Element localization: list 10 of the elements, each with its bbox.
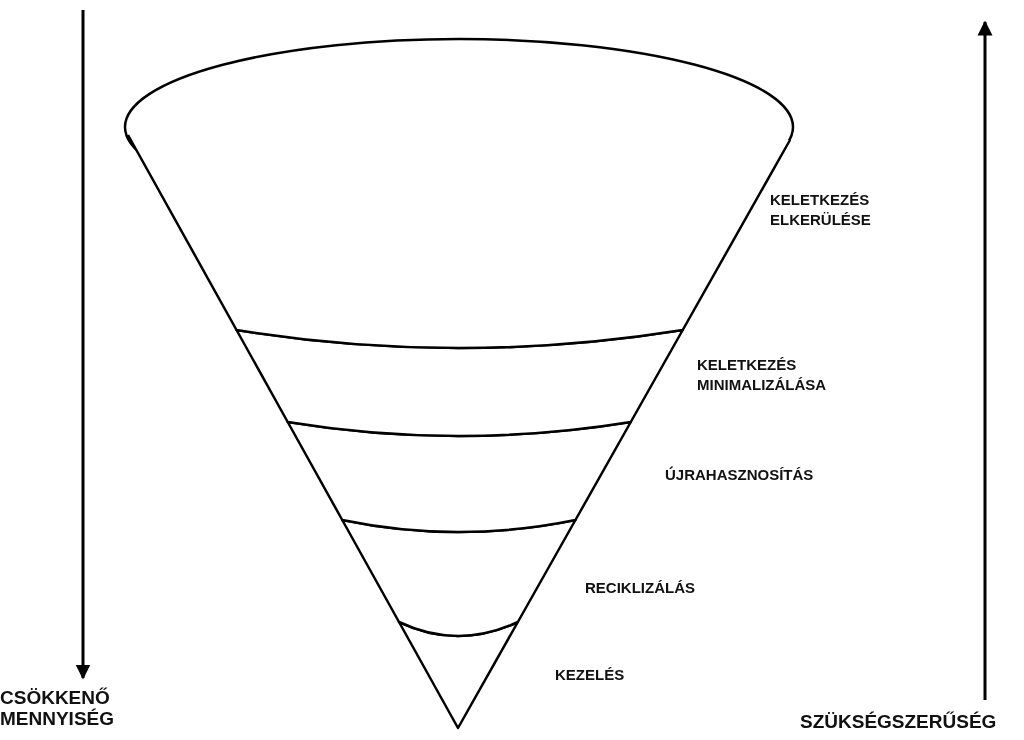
funnel-band <box>286 420 633 534</box>
funnel-band <box>397 620 520 730</box>
funnel-band <box>235 328 684 438</box>
level-label: RECIKLIZÁLÁS <box>585 578 695 598</box>
level-label: KELETKEZÉS MINIMALIZÁLÁSA <box>697 355 828 394</box>
level-label: ÚJRAHASZNOSÍTÁS <box>665 465 814 485</box>
level-label: KELETKEZÉS ELKERÜLÉSE <box>770 190 872 229</box>
level-label: KEZELÉS <box>555 665 625 685</box>
axis-label: SZÜKSÉGSZERŰSÉG <box>800 712 997 733</box>
axis-label: CSÖKKENŐ MENNYISÉG <box>0 688 116 730</box>
